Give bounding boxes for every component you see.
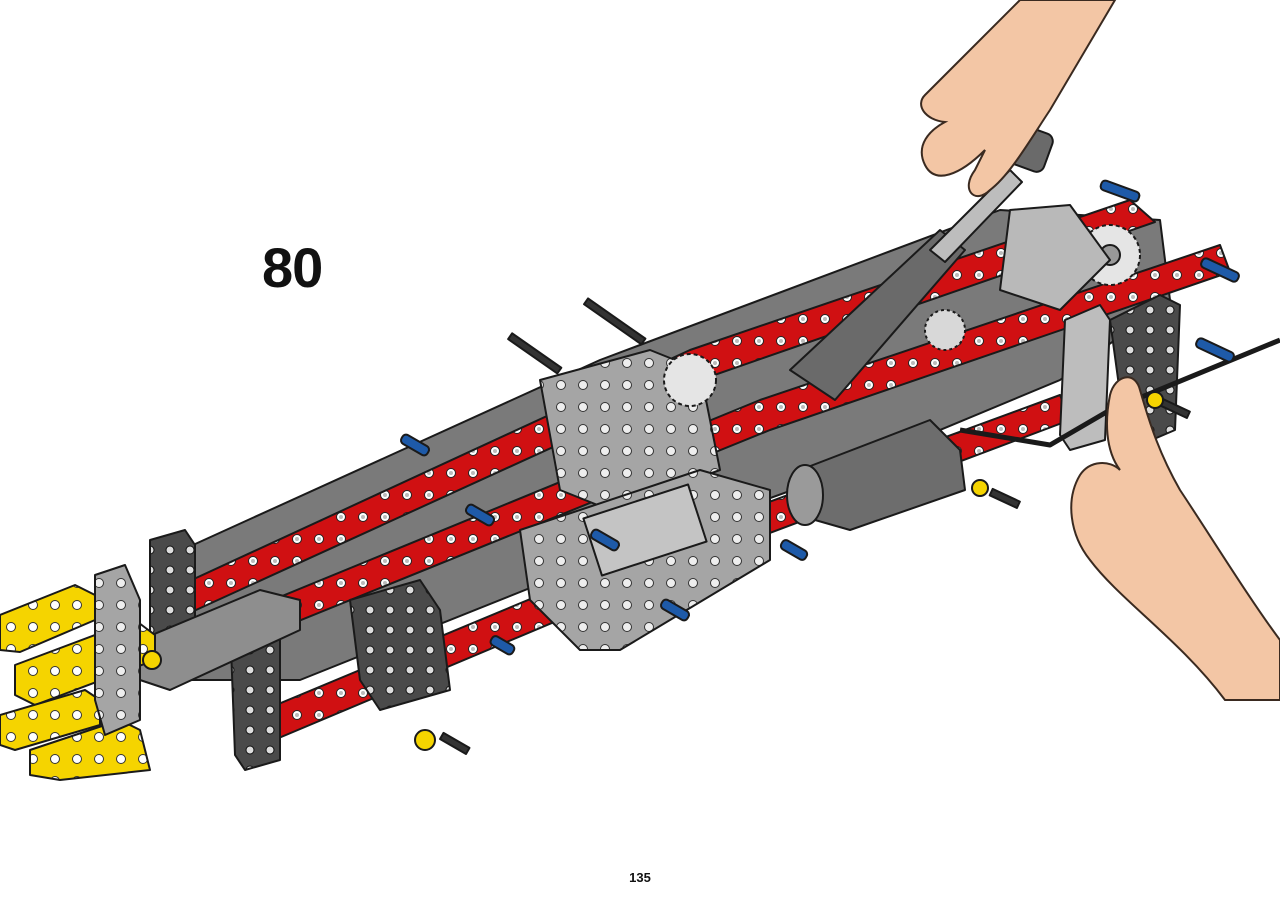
front-liftarm-3 — [349, 579, 451, 711]
yellow-bushing — [414, 729, 436, 751]
axles — [439, 297, 1191, 755]
motor-end — [786, 464, 824, 526]
linear-actuator — [789, 229, 966, 401]
hand-bottom-icon — [1070, 376, 1280, 701]
rear-bracket — [999, 204, 1111, 311]
actuator-rod — [929, 169, 1023, 263]
yellow-beam-lower — [0, 689, 101, 751]
gray-frame-inner — [582, 483, 708, 577]
rear-liftarm-2 — [1059, 304, 1111, 451]
gear-small — [663, 353, 717, 407]
gear-mid — [924, 309, 966, 351]
page-number: 135 — [629, 870, 651, 885]
blue-pins — [399, 179, 1240, 656]
chassis-assembly — [0, 117, 1280, 781]
gray-front-plate — [94, 564, 141, 736]
step-number: 80 — [262, 236, 323, 299]
hand-top-icon — [920, 0, 1117, 197]
cable — [959, 337, 1280, 448]
